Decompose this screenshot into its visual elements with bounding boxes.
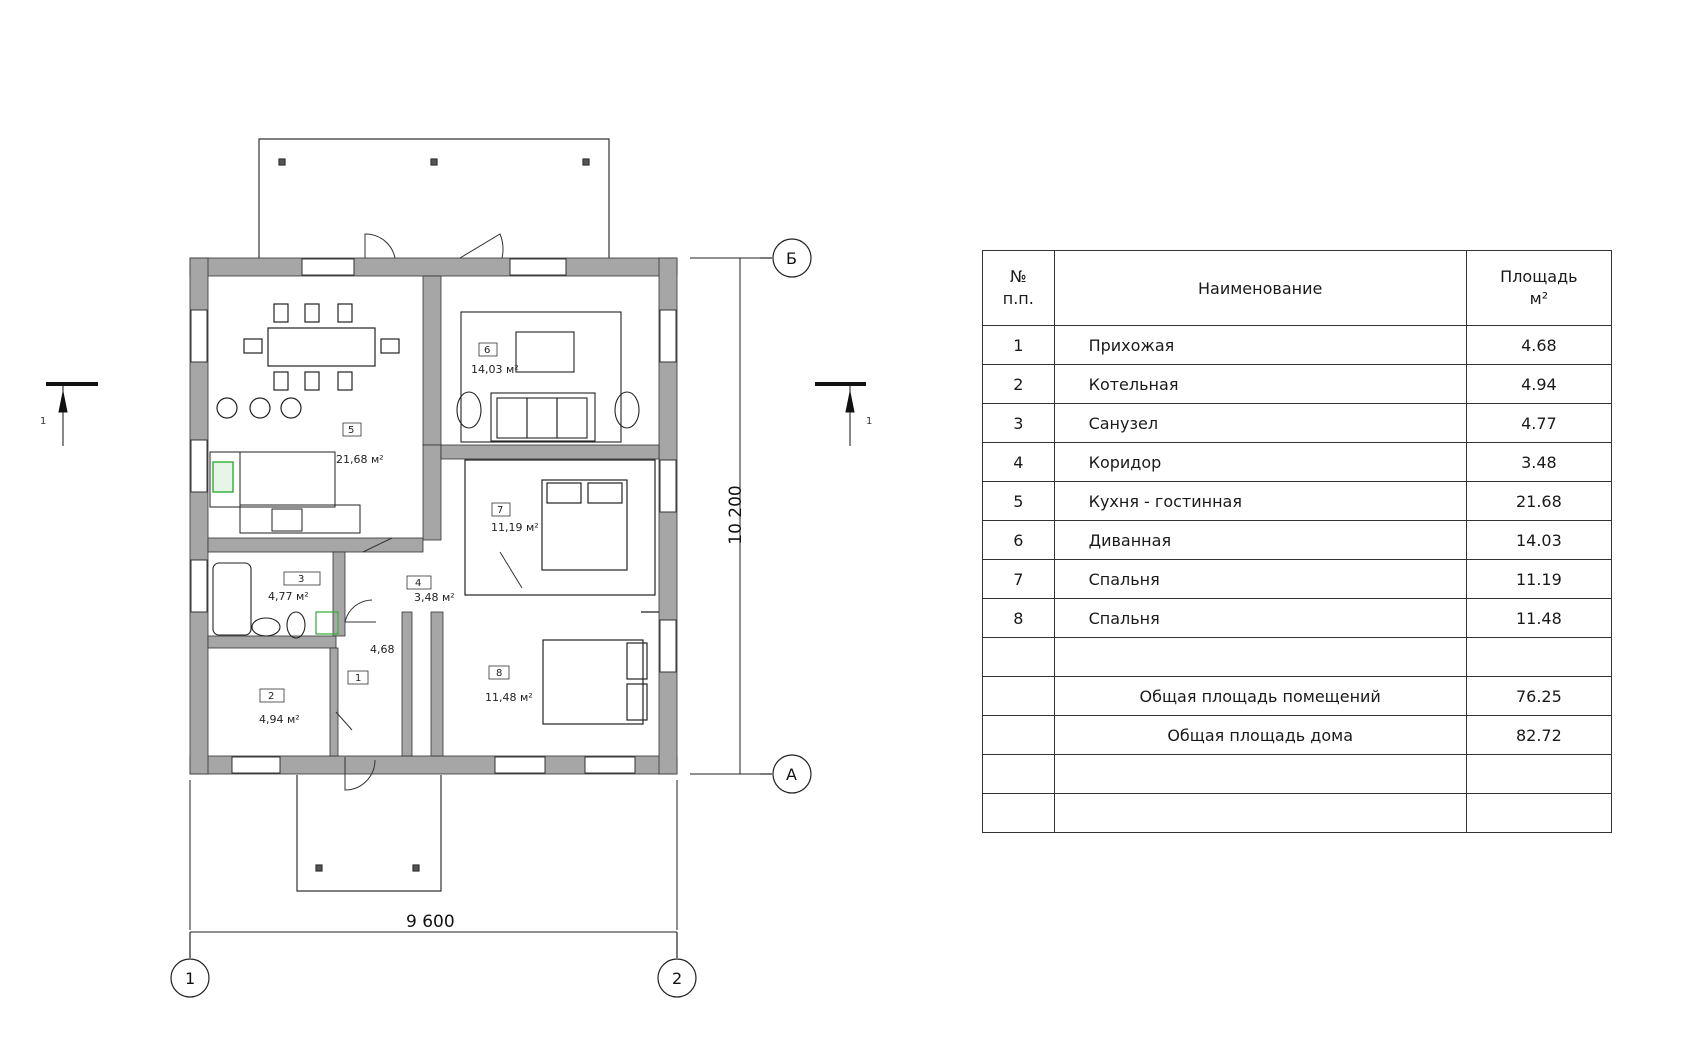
total-rooms-value: 76.25	[1465, 676, 1613, 716]
header-num-line1: №	[1009, 267, 1027, 286]
row-name: Котельная	[1053, 364, 1467, 404]
room-8-area: 11,48 м²	[485, 691, 533, 704]
row-num: 5	[982, 481, 1055, 521]
axis-markers	[170, 238, 812, 998]
floor-plan: 5 21,68 м² 6 14,03 м² 7 11,19 м² 3 4,77 …	[40, 138, 872, 998]
row-area: 11.19	[1465, 559, 1613, 599]
terrace-bottom	[296, 775, 442, 892]
table-row-empty	[982, 754, 1613, 794]
room-1-num: 1	[355, 673, 361, 684]
row-name: Спальня	[1053, 559, 1467, 599]
row-name: Коридор	[1053, 442, 1467, 482]
header-area-line2: м²	[1529, 289, 1549, 308]
axis-left-label: 1	[185, 969, 195, 988]
row-num: 7	[982, 559, 1055, 599]
room-5-area: 21,68 м²	[336, 453, 384, 466]
row-num: 2	[982, 364, 1055, 404]
dimension-width: 9 600	[406, 912, 455, 932]
bathroom-fixtures	[212, 562, 306, 639]
header-num: № п.п.	[982, 250, 1055, 326]
room-6-num: 6	[484, 345, 490, 356]
row-area: 3.48	[1465, 442, 1613, 482]
axis-bottom-label: А	[786, 765, 797, 784]
row-area: 4.68	[1465, 325, 1613, 365]
room-1-area: 4,68	[370, 643, 395, 656]
table-row-empty	[982, 793, 1613, 833]
row-num: 4	[982, 442, 1055, 482]
room-2-area: 4,94 м²	[259, 713, 300, 726]
table-header-row: № п.п. Наименование Площадь м²	[982, 250, 1613, 326]
room-8-num: 8	[496, 668, 502, 679]
section-mark-right	[815, 382, 866, 446]
row-num: 1	[982, 325, 1055, 365]
row-area: 11.48	[1465, 598, 1613, 638]
terrace-top	[258, 138, 610, 258]
room-4-area: 3,48 м²	[414, 591, 455, 604]
header-area: Площадь м²	[1465, 250, 1613, 326]
room-labels	[259, 342, 511, 703]
total-rooms-label: Общая площадь помещений	[1053, 676, 1467, 716]
room-2-num: 2	[268, 691, 274, 702]
row-area: 4.94	[1465, 364, 1613, 404]
row-area: 14.03	[1465, 520, 1613, 560]
windows	[190, 258, 677, 774]
axis-right-label: 2	[672, 969, 682, 988]
section-mark-right-label: 1	[866, 416, 872, 427]
kitchen-sink-icon	[212, 461, 234, 493]
doors	[335, 233, 523, 791]
living-furniture	[456, 311, 640, 443]
room-3-num: 3	[298, 574, 304, 585]
room-3-area: 4,77 м²	[268, 590, 309, 603]
row-name: Санузел	[1053, 403, 1467, 443]
row-num: 3	[982, 403, 1055, 443]
row-num: 8	[982, 598, 1055, 638]
dimension-lines	[189, 257, 760, 933]
header-area-line1: Площадь	[1500, 267, 1578, 286]
row-area: 4.77	[1465, 403, 1613, 443]
dimension-height: 10 200	[726, 485, 746, 544]
table-row-empty	[982, 637, 1613, 677]
row-name: Спальня	[1053, 598, 1467, 638]
room-4-num: 4	[415, 578, 421, 589]
axis-top-label: Б	[786, 249, 797, 268]
header-num-line2: п.п.	[1002, 289, 1034, 308]
room-7-num: 7	[497, 505, 503, 516]
row-name: Диванная	[1053, 520, 1467, 560]
row-area: 21.68	[1465, 481, 1613, 521]
drain-icon	[315, 611, 339, 635]
row-name: Прихожая	[1053, 325, 1467, 365]
total-house-value: 82.72	[1465, 715, 1613, 755]
section-mark-left-label: 1	[40, 416, 46, 427]
bed-room-8	[542, 611, 659, 725]
header-name: Наименование	[1053, 250, 1467, 326]
total-house-label: Общая площадь дома	[1053, 715, 1467, 755]
room-7-area: 11,19 м²	[491, 521, 539, 534]
kitchen-counter	[209, 451, 361, 534]
row-name: Кухня - гостинная	[1053, 481, 1467, 521]
room-5-num: 5	[348, 425, 354, 436]
dining-table	[216, 303, 400, 419]
row-num: 6	[982, 520, 1055, 560]
room-6-area: 14,03 м²	[471, 363, 519, 376]
bed-room-7	[464, 459, 656, 596]
section-mark-left	[46, 382, 98, 446]
walls	[189, 257, 678, 775]
